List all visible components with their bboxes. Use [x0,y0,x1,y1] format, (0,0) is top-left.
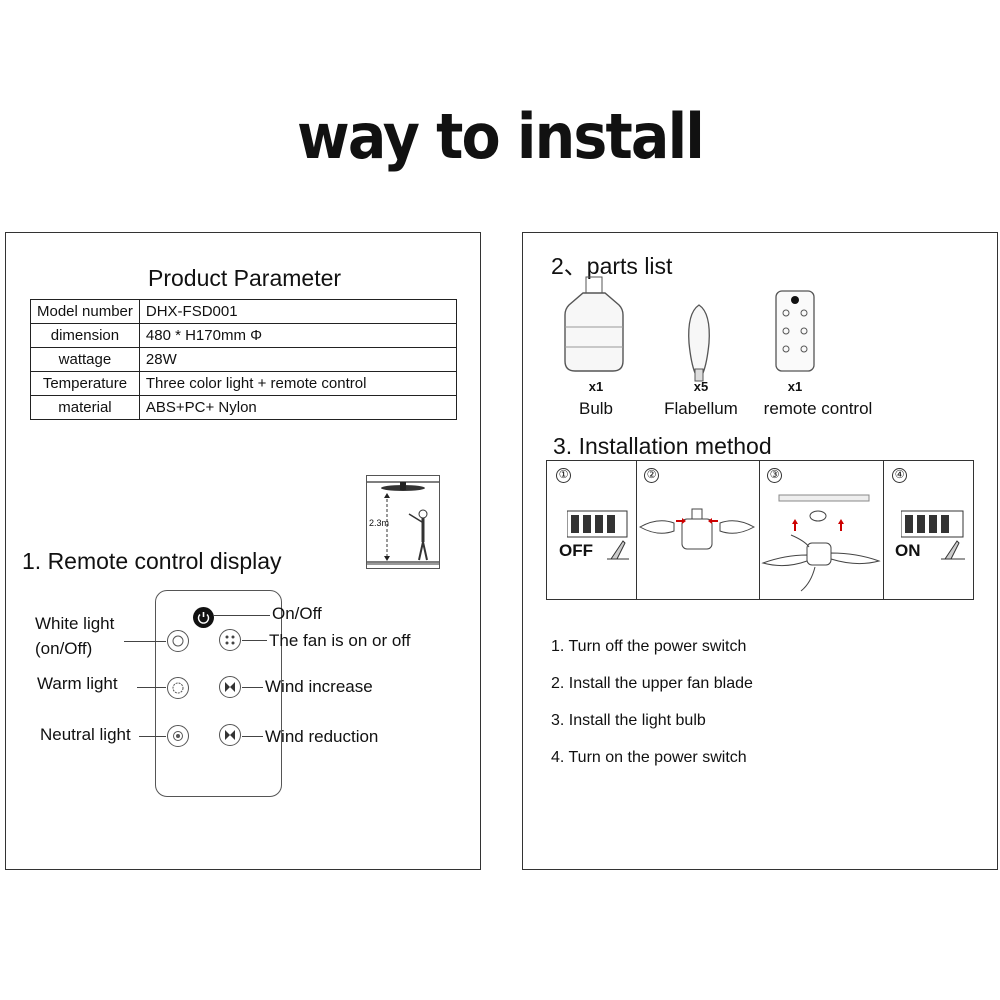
fan-on-off-leader [242,640,267,641]
step-2-number: ② [644,468,659,483]
on-off-leader [213,615,270,616]
white-light-button-icon [167,630,189,652]
on-label: ON [895,541,921,560]
step-2: ② [636,461,760,599]
parameter-key: Temperature [30,371,140,396]
parameter-value: 480 * H170mm Φ [138,323,458,348]
wind-reduction-label: Wind reduction [265,727,379,746]
parameter-key: material [30,395,140,420]
blade-label: Flabellum [664,399,738,418]
installation-heading: 3. Installation method [553,433,772,459]
wind-increase-leader [242,687,263,688]
off-label: OFF [559,541,593,560]
remote-control-icon [775,290,815,372]
step-4: ④ ON [883,461,973,599]
white-light-label: White light [35,614,115,633]
bulb-label: Bulb [578,399,614,418]
instruction-1: 1. Turn off the power switch [551,638,747,655]
wind-increase-label: Wind increase [265,677,373,696]
neutral-light-button-icon [167,725,189,747]
parameter-heading: Product Parameter [148,265,342,291]
wind-increase-button-icon [219,676,241,698]
fan-on-off-label: The fan is on or off [269,631,411,650]
instruction-3: 3. Install the light bulb [551,712,706,729]
parameter-key: dimension [30,323,140,348]
warm-light-button-icon [167,677,189,699]
breaker-off-icon [567,510,629,560]
white-light-leader [124,641,166,642]
height-label: 2.3m [369,518,390,528]
breaker-on-icon [901,510,965,560]
parameter-value: 28W [138,347,458,372]
on-off-label: On/Off [272,604,322,623]
page-title: way to install [296,100,705,173]
step-4-number: ④ [892,468,907,483]
parameter-value: Three color light + remote control [138,371,458,396]
install-bulb-icon [761,494,881,592]
warm-light-leader [137,687,166,688]
remote-quantity: x1 [787,379,803,394]
fan-toggle-button-icon [219,629,241,651]
power-button-icon [193,607,214,628]
bulb-quantity: x1 [588,379,604,394]
instruction-4: 4. Turn on the power switch [551,749,747,766]
parameter-key: Model number [30,299,140,324]
wind-reduction-button-icon [219,724,241,746]
attach-blades-icon [638,508,756,550]
warm-light-label: Warm light [37,674,118,693]
step-3-number: ③ [767,468,782,483]
wind-reduction-leader [242,736,263,737]
parts-heading: 2、parts list [551,253,673,279]
ceiling-height-icon [367,481,439,565]
instruction-2: 2. Install the upper fan blade [551,675,753,692]
install-height-illustration: 2.3m [366,475,440,569]
neutral-light-label: Neutral light [40,725,131,744]
fan-blade-icon [688,304,710,382]
neutral-light-leader [139,736,166,737]
step-3: ③ [759,461,884,599]
remote-control-diagram [155,590,282,797]
bulb-icon [564,276,624,372]
remote-heading: 1. Remote control display [22,548,282,574]
step-1: ① OFF [547,461,637,599]
white-light-sub-label: (on/Off) [35,639,93,658]
parameter-value: DHX-FSD001 [138,299,458,324]
installation-panel: 2、parts list x1 x5 x1 Bulb Flabellum rem… [522,232,998,870]
blade-quantity: x5 [693,379,709,394]
parameter-value: ABS+PC+ Nylon [138,395,458,420]
step-1-number: ① [556,468,571,483]
installation-steps: ① OFF ② ③ [546,460,974,600]
remote-label: remote control [763,399,873,418]
parameter-key: wattage [30,347,140,372]
